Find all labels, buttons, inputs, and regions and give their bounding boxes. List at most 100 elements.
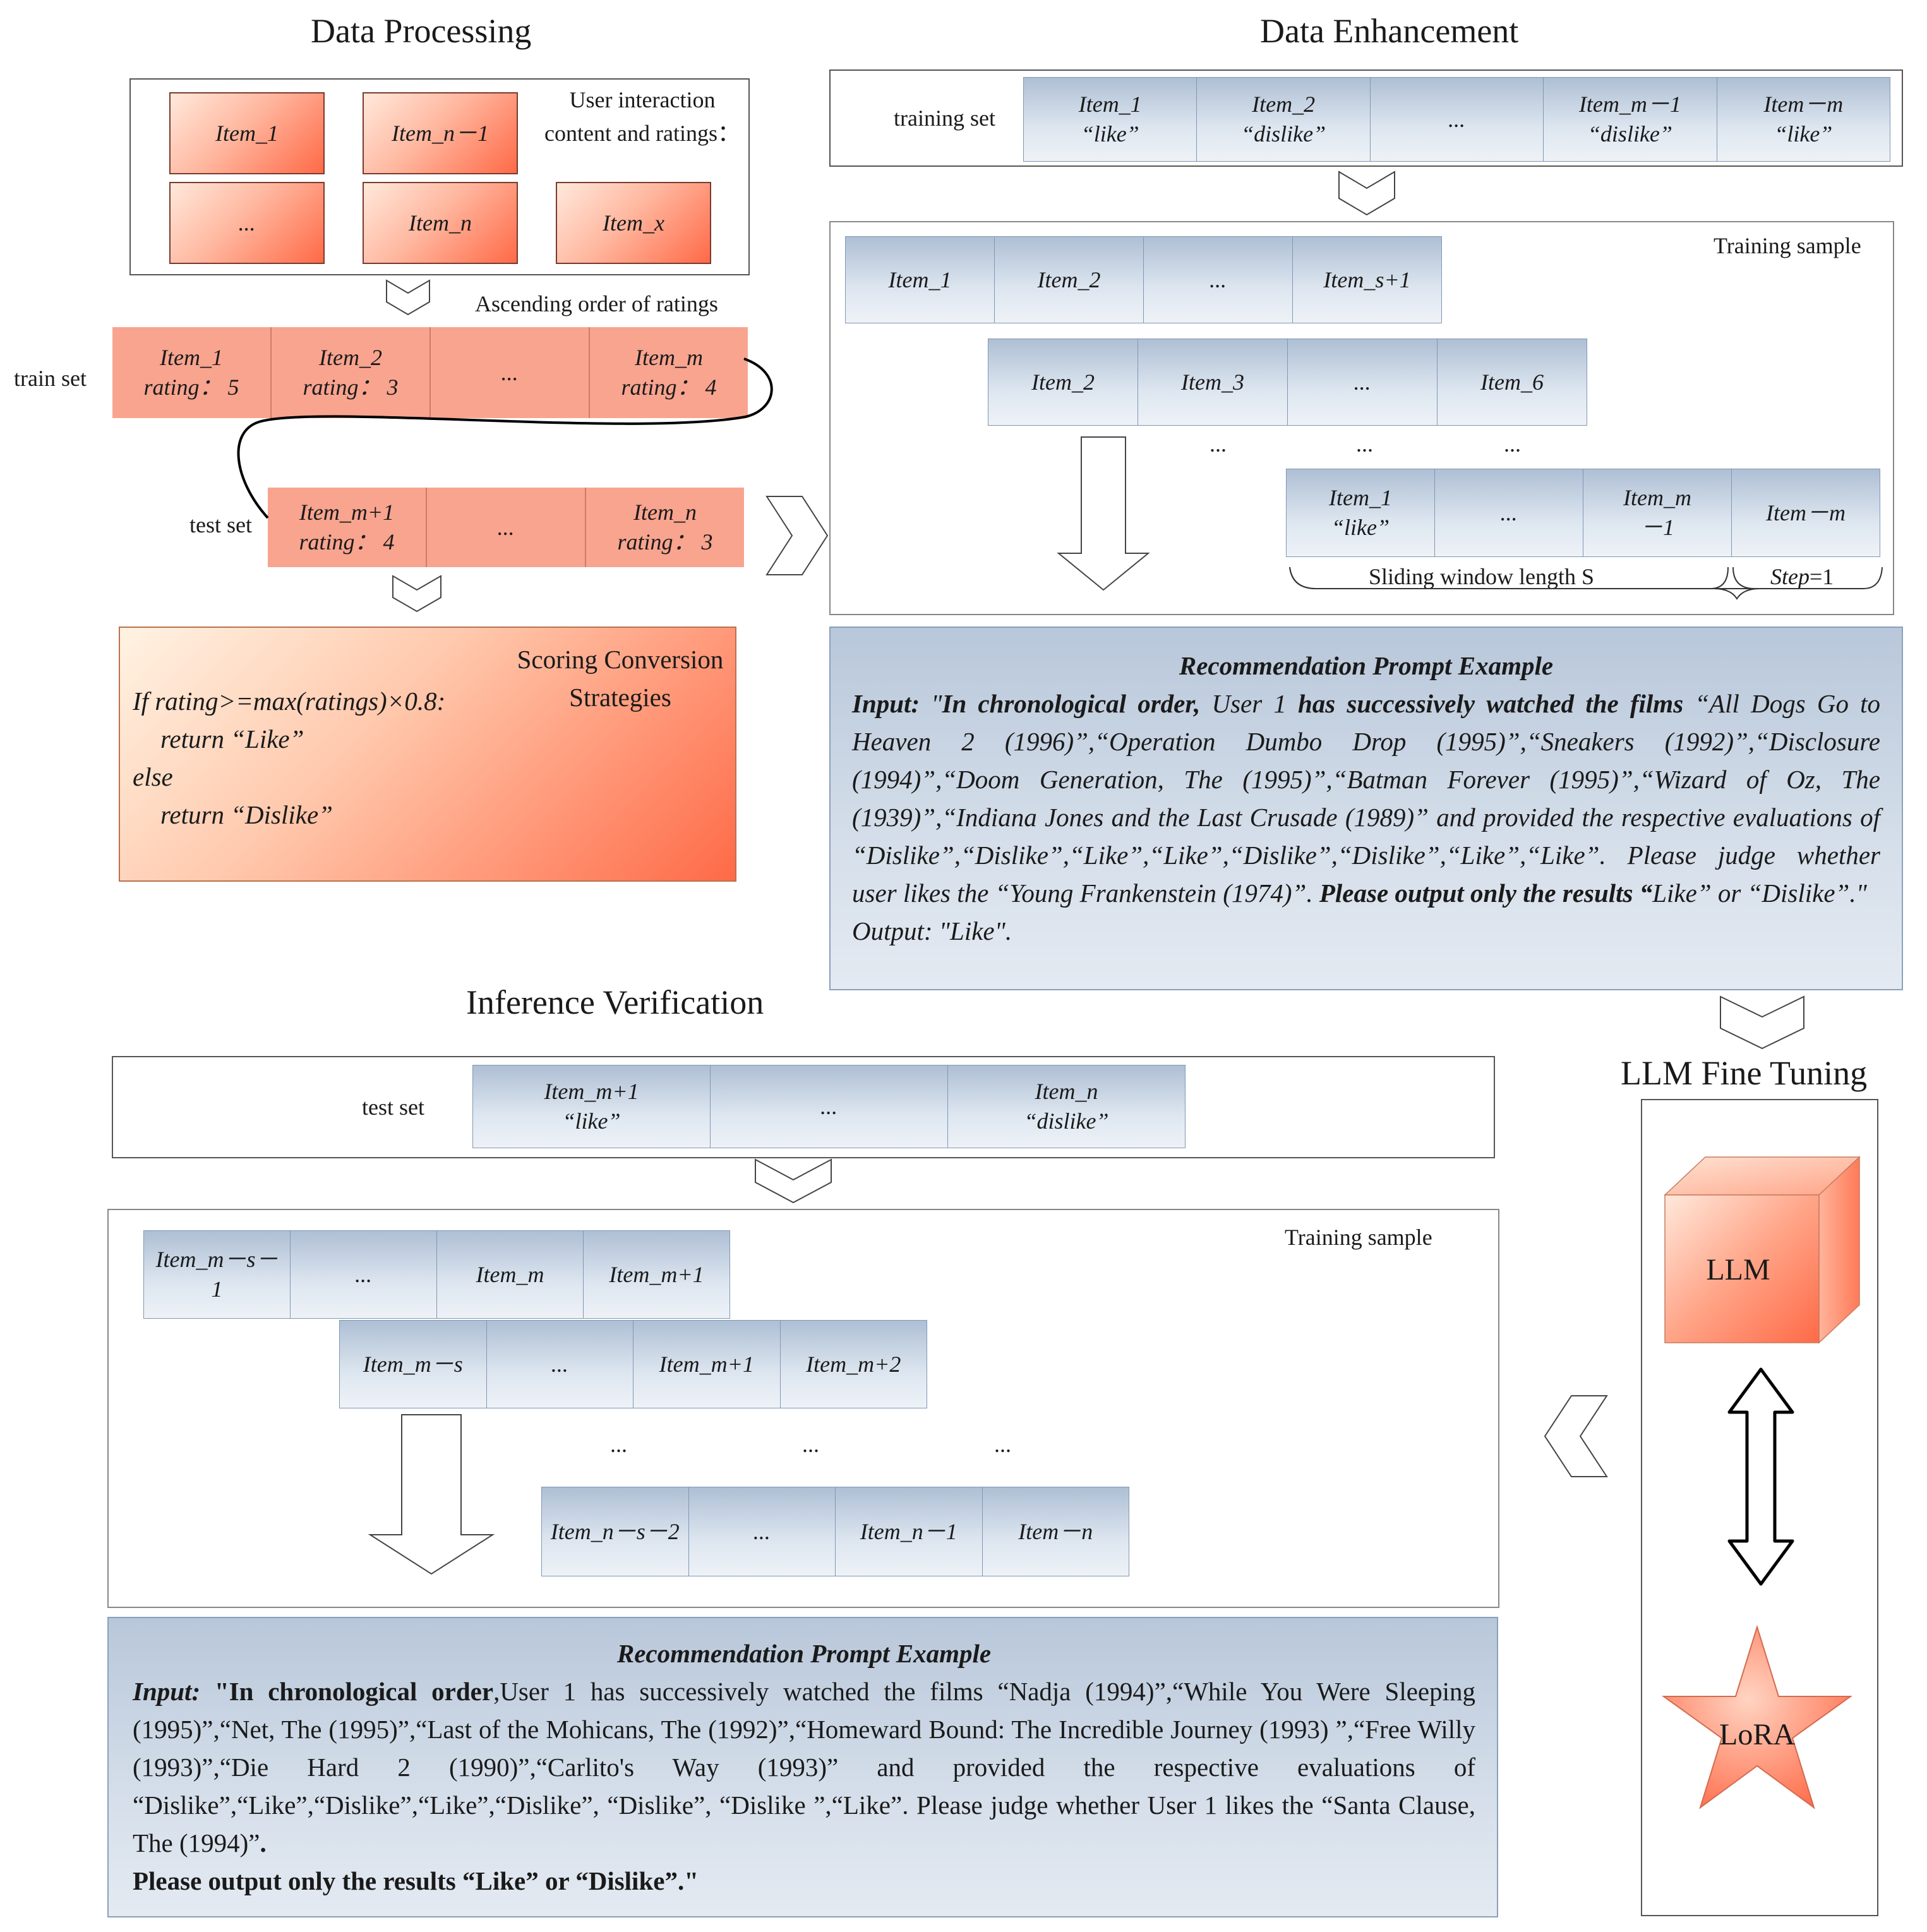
chevron-down-icon xyxy=(1720,995,1804,1050)
chevron-left-icon xyxy=(1544,1395,1608,1477)
inference-cell: Item_m－s－1 xyxy=(143,1230,291,1319)
inference-cell: ... xyxy=(290,1230,437,1319)
training-set-row: Item_1“like” Item_2“dislike” ... Item_m－… xyxy=(1023,77,1891,162)
sample-row: Item_1 Item_2 ... Item_s+1 xyxy=(845,236,1442,323)
test-set-label: test set xyxy=(189,512,252,537)
item-box: Item_n xyxy=(363,182,518,264)
prompt-segment: "In chronological order xyxy=(214,1677,494,1706)
llm-cube xyxy=(1664,1156,1861,1344)
prompt-example-inference: Recommendation Prompt Example Input: "In… xyxy=(107,1617,1498,1917)
title-data-enhancement: Data Enhancement xyxy=(1260,12,1519,50)
lora-star xyxy=(1661,1624,1853,1809)
inference-cell: Item_m xyxy=(436,1230,584,1319)
inference-sample-row: Item_n－s－2 ... Item_n－1 Item－n xyxy=(541,1487,1129,1576)
strategy-code: If rating>=max(ratings)×0.8: return “Lik… xyxy=(133,682,445,834)
sample-row: Item_1“like” ... Item_m－1 Item－m xyxy=(1286,469,1880,557)
train-set-label: train set xyxy=(14,366,87,391)
training-set-label: training set xyxy=(894,105,995,131)
training-set-cell: ... xyxy=(1369,77,1544,162)
sample-cell: ... xyxy=(1434,469,1583,557)
sample-cell: Item_1 xyxy=(845,236,995,323)
user-items-frame: Item_1 Item_n－1 ... Item_n Item_x User i… xyxy=(129,78,750,275)
connector-curve xyxy=(237,357,773,519)
step-label: Step=1 xyxy=(1770,564,1834,589)
prompt-segment: Like” or “Dislike”." xyxy=(1652,879,1867,908)
inference-sample-row: Item_m－s ... Item_m+1 Item_m+2 xyxy=(339,1320,927,1408)
test-cell: ... xyxy=(427,488,586,567)
inference-cell: Item_m+1 xyxy=(583,1230,730,1319)
sample-cell: Item_2 xyxy=(988,339,1138,426)
prompt-input-text: Input: "In chronological order,User 1 ha… xyxy=(133,1672,1475,1862)
title-inference-verification: Inference Verification xyxy=(466,983,764,1021)
prompt-segment: “All Dogs Go to Heaven 2 (1996)”,“Operat… xyxy=(852,689,1880,908)
step-brace xyxy=(1732,567,1883,589)
prompt-segment: " xyxy=(931,689,942,718)
user-interaction-label: User interaction content and ratings： xyxy=(544,87,740,146)
prompt-segment: . xyxy=(260,1828,267,1857)
inference-sample-row: Item_m－s－1 ... Item_m Item_m+1 xyxy=(143,1230,730,1319)
ellipsis: ... xyxy=(802,1432,819,1457)
train-cell: ... xyxy=(431,327,590,418)
sample-cell: Item_s+1 xyxy=(1292,236,1442,323)
inference-cell: Item_n－s－2 xyxy=(541,1487,689,1576)
sample-cell: Item_m－1 xyxy=(1583,469,1732,557)
training-set-frame: training set Item_1“like” Item_2“dislike… xyxy=(829,69,1903,167)
training-sample-frame: Training sample Item_1 Item_2 ... Item_s… xyxy=(829,221,1894,615)
prompt-segment: Input: xyxy=(133,1677,215,1706)
inference-cell: Item_n－1 xyxy=(835,1487,983,1576)
prompt-segment: User 1 xyxy=(1200,689,1298,718)
prompt-segment: Please output only the results “ xyxy=(1319,879,1653,908)
inference-sample-label: Training sample xyxy=(1285,1225,1432,1250)
chevron-right-icon xyxy=(765,496,829,575)
scoring-strategy-box: Scoring Conversion Strategies If rating>… xyxy=(119,627,736,882)
sliding-window-label: Sliding window length S xyxy=(1369,564,1595,589)
ascending-order-label: Ascending order of ratings xyxy=(475,291,718,316)
sample-row: Item_2 Item_3 ... Item_6 xyxy=(988,339,1587,426)
chevron-down-icon xyxy=(386,279,430,316)
prompt-input-text: Input: "In chronological order, User 1 h… xyxy=(852,685,1880,912)
inference-test-cell: Item_m+1“like” xyxy=(472,1065,711,1148)
sample-cell: Item－m xyxy=(1731,469,1880,557)
inference-cell: ... xyxy=(688,1487,836,1576)
lora-label: LoRA xyxy=(1719,1718,1795,1751)
prompt-output-text: Output: "Like". xyxy=(852,916,1012,945)
prompt-segment: has successively watched the films xyxy=(1298,689,1684,718)
title-data-processing: Data Processing xyxy=(311,12,532,50)
llm-label: LLM xyxy=(1706,1253,1770,1287)
inference-test-cell: Item_n“dislike” xyxy=(947,1065,1186,1148)
training-set-cell: Item－m“like” xyxy=(1716,77,1891,162)
training-set-cell: Item_2“dislike” xyxy=(1196,77,1371,162)
inference-test-set-frame: test set Item_m+1“like” ... Item_n“disli… xyxy=(112,1056,1495,1158)
strategy-title: Scoring Conversion Strategies xyxy=(517,645,724,712)
item-box: ... xyxy=(169,182,325,264)
chevron-down-icon xyxy=(392,575,441,613)
strategy-line: If rating>=max(ratings)×0.8: xyxy=(133,687,446,716)
prompt-segment: Input: xyxy=(852,689,932,718)
training-set-cell: Item_1“like” xyxy=(1023,77,1198,162)
sample-cell: ... xyxy=(1143,236,1293,323)
training-sample-label: Training sample xyxy=(1714,233,1861,258)
inference-test-row: Item_m+1“like” ... Item_n“dislike” xyxy=(472,1065,1186,1148)
prompt-title: Recommendation Prompt Example xyxy=(1179,651,1554,680)
item-box: Item_n－1 xyxy=(363,92,518,174)
sliding-window-brace xyxy=(1289,567,1729,589)
arrow-down-icon xyxy=(1057,436,1150,591)
inference-cell: Item－n xyxy=(982,1487,1129,1576)
strategy-line: return “Like” xyxy=(160,724,304,753)
item-box: Item_1 xyxy=(169,92,325,174)
inference-test-cell: ... xyxy=(710,1065,948,1148)
double-arrow-icon xyxy=(1727,1367,1794,1586)
chevron-down-icon xyxy=(755,1158,832,1204)
inference-test-set-label: test set xyxy=(362,1095,424,1120)
sample-cell: Item_2 xyxy=(994,236,1144,323)
strategy-line: return “Dislike” xyxy=(160,800,333,829)
ellipsis: ... xyxy=(1504,431,1521,457)
ellipsis: ... xyxy=(1210,431,1227,457)
ellipsis: ... xyxy=(610,1432,627,1457)
